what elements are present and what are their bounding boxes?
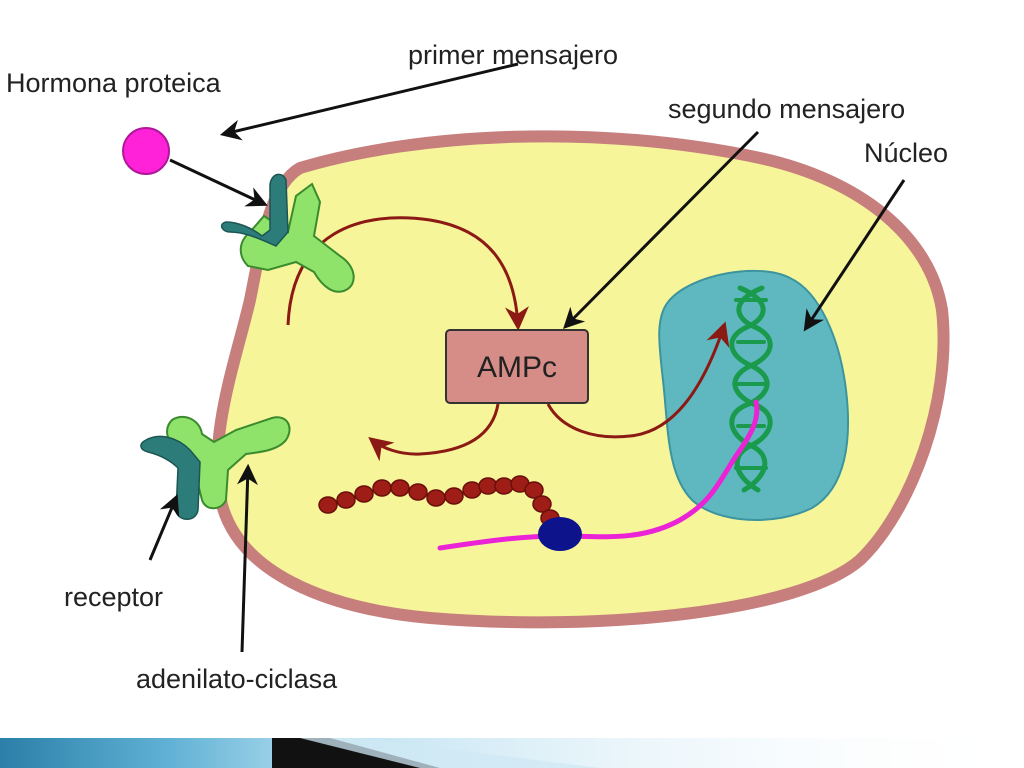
label-hormona-proteica: Hormona proteica xyxy=(6,68,222,98)
arrow-segundo-mensajero xyxy=(563,130,760,329)
protein-bead xyxy=(318,496,338,514)
protein-bead xyxy=(390,479,410,497)
arrow-ampc-to-nucleus xyxy=(546,321,730,439)
upper-receptor-complex xyxy=(220,173,355,293)
nucleus xyxy=(658,269,849,521)
arrow-hormone-to-receptor xyxy=(169,158,268,207)
arrow-primer-mensajero xyxy=(219,62,519,141)
arrow-receptor xyxy=(148,494,180,561)
protein-bead xyxy=(462,481,482,499)
footer-blue-bar xyxy=(0,738,300,768)
label-adenilato-ciclasa: adenilato-ciclasa xyxy=(136,664,338,694)
annotation-arrows xyxy=(148,62,906,653)
label-receptor: receptor xyxy=(64,582,163,612)
hormone-molecule xyxy=(122,127,170,175)
upper-receptor xyxy=(220,173,289,247)
ribosome xyxy=(538,517,582,551)
label-segundo-mensajero: segundo mensajero xyxy=(668,94,905,124)
protein-bead xyxy=(444,487,464,505)
arrow-nucleo xyxy=(803,179,906,332)
mrna-strand xyxy=(437,399,760,551)
protein-bead xyxy=(408,483,428,501)
protein-bead xyxy=(372,479,392,497)
arrow-ampc-to-cytoplasm xyxy=(368,403,500,462)
ampc-label: AMPc xyxy=(477,351,557,384)
arrow-adenilato-ciclasa xyxy=(236,463,258,653)
footer-wedge-highlight xyxy=(300,738,600,768)
ampc-box xyxy=(445,329,589,404)
protein-bead xyxy=(524,481,544,499)
protein-bead xyxy=(426,489,446,507)
protein-bead xyxy=(354,485,374,503)
protein-bead xyxy=(336,491,356,509)
upper-adenylate-cyclase xyxy=(239,182,355,293)
protein-bead xyxy=(494,477,514,495)
label-nucleo: Núcleo xyxy=(864,138,948,168)
label-primer-mensajero: primer mensajero xyxy=(408,40,618,70)
footer-band xyxy=(0,736,1024,768)
protein-bead xyxy=(532,495,552,513)
dna-helix xyxy=(729,285,773,493)
protein-chain xyxy=(318,475,560,527)
